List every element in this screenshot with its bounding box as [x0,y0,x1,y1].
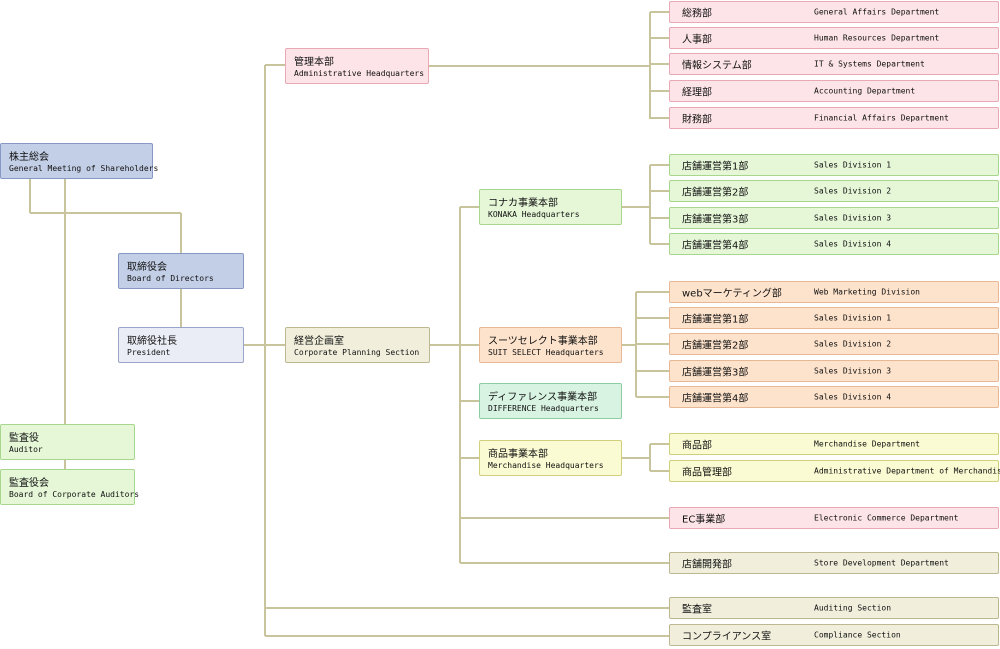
node-board-of-directors: 取締役会 Board of Directors [118,253,244,289]
node-label-en: Merchandise Department [814,439,920,449]
node-board-of-auditors: 監査役会 Board of Corporate Auditors [0,469,139,505]
node-suit-division: webマーケティング部 Web Marketing Division [669,281,999,303]
node-konaka-hq: コナカ事業本部 KONAKA Headquarters [479,189,622,225]
node-suit-division: 店舗運営第2部 Sales Division 2 [669,333,999,355]
node-label-en: Compliance Section [814,630,901,640]
node-label-jp: 商品管理部 [682,467,732,479]
node-suit-select-hq: スーツセレクト事業本部 SUIT SELECT Headquarters [479,327,622,363]
node-label-en: Electronic Commerce Department [814,513,959,523]
node-label-jp: 店舗運営第2部 [682,340,749,352]
node-label-jp: 取締役社長 [127,336,177,347]
node-label-en: Auditing Section [814,603,892,613]
node-label-jp: 店舗運営第2部 [682,187,749,199]
node-label-jp: 情報システム部 [682,60,752,72]
node-label-jp: 店舗運営第1部 [682,314,749,326]
node-auditing-section: 監査室 Auditing Section [669,597,999,619]
node-label-en: DIFFERENCE Headquarters [488,404,599,413]
node-label-jp: 店舗運営第1部 [682,161,749,173]
node-label-jp: EC事業部 [682,514,726,526]
node-label-jp: 監査室 [682,604,712,616]
node-label-jp: 株主総会 [9,152,49,163]
node-label-jp: 店舗開発部 [682,559,732,571]
node-label-en: Sales Division 4 [814,239,892,249]
node-label-en: Administrative Department of Merchandise [814,466,1000,476]
node-merchandise-dept: 商品部 Merchandise Department [669,433,999,455]
node-label-en: IT & Systems Department [814,59,925,69]
node-ec-dept: EC事業部 Electronic Commerce Department [669,507,999,529]
node-suit-division: 店舗運営第4部 Sales Division 4 [669,386,999,408]
node-label-en: Web Marketing Division [814,287,920,297]
node-label-en: Corporate Planning Section [294,348,420,357]
node-label-en: Board of Corporate Auditors [9,490,140,499]
node-label-jp: 取締役会 [127,262,167,273]
node-suit-division: 店舗運営第3部 Sales Division 3 [669,360,999,382]
node-admin-dept: 総務部 General Affairs Department [669,1,999,23]
node-label-jp: webマーケティング部 [682,288,782,300]
node-label-jp: 総務部 [682,8,712,20]
node-label-jp: 経理部 [682,87,712,99]
node-admin-dept: 人事部 Human Resources Department [669,27,999,49]
node-auditor: 監査役 Auditor [0,424,135,460]
node-compliance-section: コンプライアンス室 Compliance Section [669,624,999,646]
node-label-jp: 経営企画室 [294,336,344,347]
node-label-jp: 監査役 [9,433,39,444]
node-label-jp: ディファレンス事業本部 [488,392,598,403]
node-label-jp: コナカ事業本部 [488,198,558,209]
node-label-jp: コンプライアンス室 [682,631,772,643]
node-label-en: Sales Division 1 [814,160,892,170]
node-label-en: Administrative Headquarters [294,69,425,78]
node-store-development: 店舗開発部 Store Development Department [669,552,999,574]
node-admin-dept: 情報システム部 IT & Systems Department [669,53,999,75]
node-label-jp: 財務部 [682,114,712,126]
node-corporate-planning: 経営企画室 Corporate Planning Section [285,327,430,363]
node-label-jp: 監査役会 [9,478,49,489]
node-konaka-division: 店舗運営第4部 Sales Division 4 [669,233,999,255]
node-label-jp: 店舗運営第3部 [682,214,749,226]
node-label-en: Sales Division 3 [814,366,892,376]
node-label-jp: 管理本部 [294,57,334,68]
node-label-en: Auditor [9,445,43,454]
node-label-en: Sales Division 3 [814,213,892,223]
node-label-jp: 店舗運営第3部 [682,367,749,379]
node-admin-hq: 管理本部 Administrative Headquarters [285,48,429,84]
node-label-en: Human Resources Department [814,33,940,43]
node-konaka-division: 店舗運営第1部 Sales Division 1 [669,154,999,176]
node-label-jp: スーツセレクト事業本部 [488,336,598,347]
node-admin-dept: 財務部 Financial Affairs Department [669,107,999,129]
node-label-en: General Affairs Department [814,7,940,17]
node-merchandise-hq: 商品事業本部 Merchandise Headquarters [479,440,622,476]
node-konaka-division: 店舗運営第3部 Sales Division 3 [669,207,999,229]
node-suit-division: 店舗運営第1部 Sales Division 1 [669,307,999,329]
node-president: 取締役社長 President [118,327,244,363]
node-label-en: Store Development Department [814,558,949,568]
node-label-jp: 商品事業本部 [488,449,548,460]
node-label-jp: 人事部 [682,34,712,46]
node-merchandise-dept: 商品管理部 Administrative Department of Merch… [669,460,1000,482]
node-label-en: President [127,348,171,357]
node-label-jp: 店舗運営第4部 [682,240,749,252]
node-label-en: Financial Affairs Department [814,113,949,123]
node-label-jp: 商品部 [682,440,712,452]
node-label-en: Merchandise Headquarters [488,461,604,470]
node-label-jp: 店舗運営第4部 [682,393,749,405]
node-difference-hq: ディファレンス事業本部 DIFFERENCE Headquarters [479,383,622,419]
node-label-en: KONAKA Headquarters [488,210,580,219]
node-label-en: Board of Directors [127,274,214,283]
node-label-en: Sales Division 2 [814,186,892,196]
node-label-en: General Meeting of Shareholders [9,164,159,173]
node-label-en: Sales Division 4 [814,392,892,402]
node-konaka-division: 店舗運営第2部 Sales Division 2 [669,180,999,202]
node-label-en: Accounting Department [814,86,916,96]
node-label-en: Sales Division 1 [814,313,892,323]
node-label-en: SUIT SELECT Headquarters [488,348,604,357]
node-label-en: Sales Division 2 [814,339,892,349]
node-shareholders: 株主総会 General Meeting of Shareholders [0,143,158,179]
node-admin-dept: 経理部 Accounting Department [669,80,999,102]
